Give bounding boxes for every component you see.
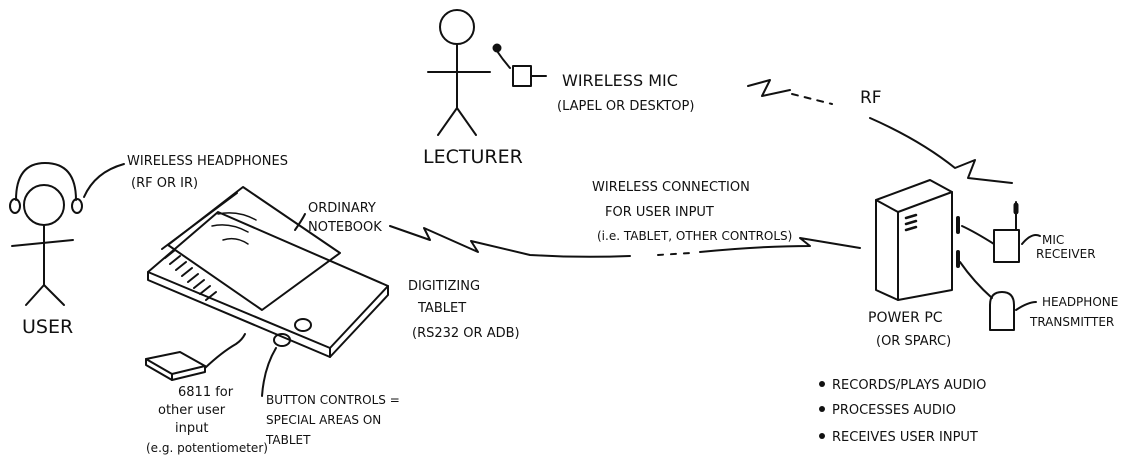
headphone-transmitter-leader: [1015, 301, 1037, 311]
rf-zigzag: [747, 79, 791, 97]
mic-sublabel: (LAPEL OR DESKTOP): [557, 99, 694, 114]
bullet-icon: [819, 406, 825, 412]
function-item: RECEIVES USER INPUT: [832, 430, 978, 445]
user-figure: [11, 184, 74, 306]
headphone-transmitter-icon: [956, 250, 1015, 331]
controller-cable: [204, 333, 246, 369]
controller-label: 6811 for: [178, 385, 234, 400]
rf-dashed-link: [791, 93, 833, 105]
mic-receiver-label: MIC: [1042, 233, 1064, 247]
controller-sublabel-1: other user: [158, 403, 226, 418]
tablet-sublabel: TABLET: [417, 301, 466, 316]
bullet-icon: [819, 381, 825, 387]
rf-link-to-receiver: [869, 117, 1013, 184]
button-controls-sublabel-2: TABLET: [265, 433, 311, 447]
wireless-connection-dashed: [657, 252, 691, 256]
lecturer-label: LECTURER: [423, 146, 523, 168]
digitizing-tablet: [147, 211, 389, 358]
controller-sublabel-2: input: [175, 421, 208, 436]
power-pc-label: POWER PC: [868, 310, 943, 326]
connection-label: WIRELESS CONNECTION: [592, 180, 750, 195]
notebook-spiral: [164, 249, 217, 301]
notebook-icon: [161, 186, 341, 311]
headphones-leader: [83, 163, 125, 198]
button-controls-leader: [261, 347, 277, 397]
controller-sublabel-3: (e.g. potentiometer): [146, 441, 268, 455]
wireless-mic-icon: [492, 43, 547, 87]
tablet-interface-label: (RS232 OR ADB): [412, 326, 520, 341]
button-controls-label: BUTTON CONTROLS =: [266, 393, 400, 407]
power-pc-icon: [875, 179, 953, 301]
tablet-label: DIGITIZING: [408, 279, 480, 294]
lecturer-figure: [427, 9, 491, 136]
connection-sublabel: FOR USER INPUT: [605, 205, 714, 220]
mic-receiver-leader: [1021, 234, 1041, 245]
headphones-sublabel: (RF OR IR): [131, 176, 198, 191]
tablet-button-1: [273, 333, 291, 347]
mic-receiver-icon: [956, 201, 1020, 263]
headphones-label: WIRELESS HEADPHONES: [127, 154, 288, 169]
mic-label: WIRELESS MIC: [562, 71, 678, 90]
notebook-sublabel: NOTEBOOK: [308, 220, 382, 235]
headphone-transmitter-sublabel: TRANSMITTER: [1029, 315, 1114, 329]
connection-examples: (i.e. TABLET, OTHER CONTROLS): [597, 229, 792, 243]
headphones-icon: [9, 162, 83, 214]
controller-box-icon: [145, 333, 246, 381]
button-controls-sublabel: SPECIAL AREAS ON: [266, 413, 381, 427]
function-item: PROCESSES AUDIO: [832, 403, 956, 418]
mic-receiver-sublabel: RECEIVER: [1036, 247, 1096, 261]
wireless-connection-zigzag: [389, 225, 631, 258]
user-label: USER: [22, 316, 73, 338]
notebook-leader: [294, 213, 306, 231]
headphone-transmitter-label: HEADPHONE: [1042, 295, 1118, 309]
rf-label: RF: [860, 88, 882, 108]
power-pc-sublabel: (OR SPARC): [876, 334, 951, 349]
tablet-button-2: [294, 318, 312, 332]
bullet-icon: [819, 433, 825, 439]
function-item: RECORDS/PLAYS AUDIO: [832, 378, 986, 393]
pc-function-list: RECORDS/PLAYS AUDIO PROCESSES AUDIO RECE…: [819, 378, 986, 445]
wireless-connection-to-pc: [699, 237, 861, 253]
notebook-label: ORDINARY: [308, 201, 376, 216]
